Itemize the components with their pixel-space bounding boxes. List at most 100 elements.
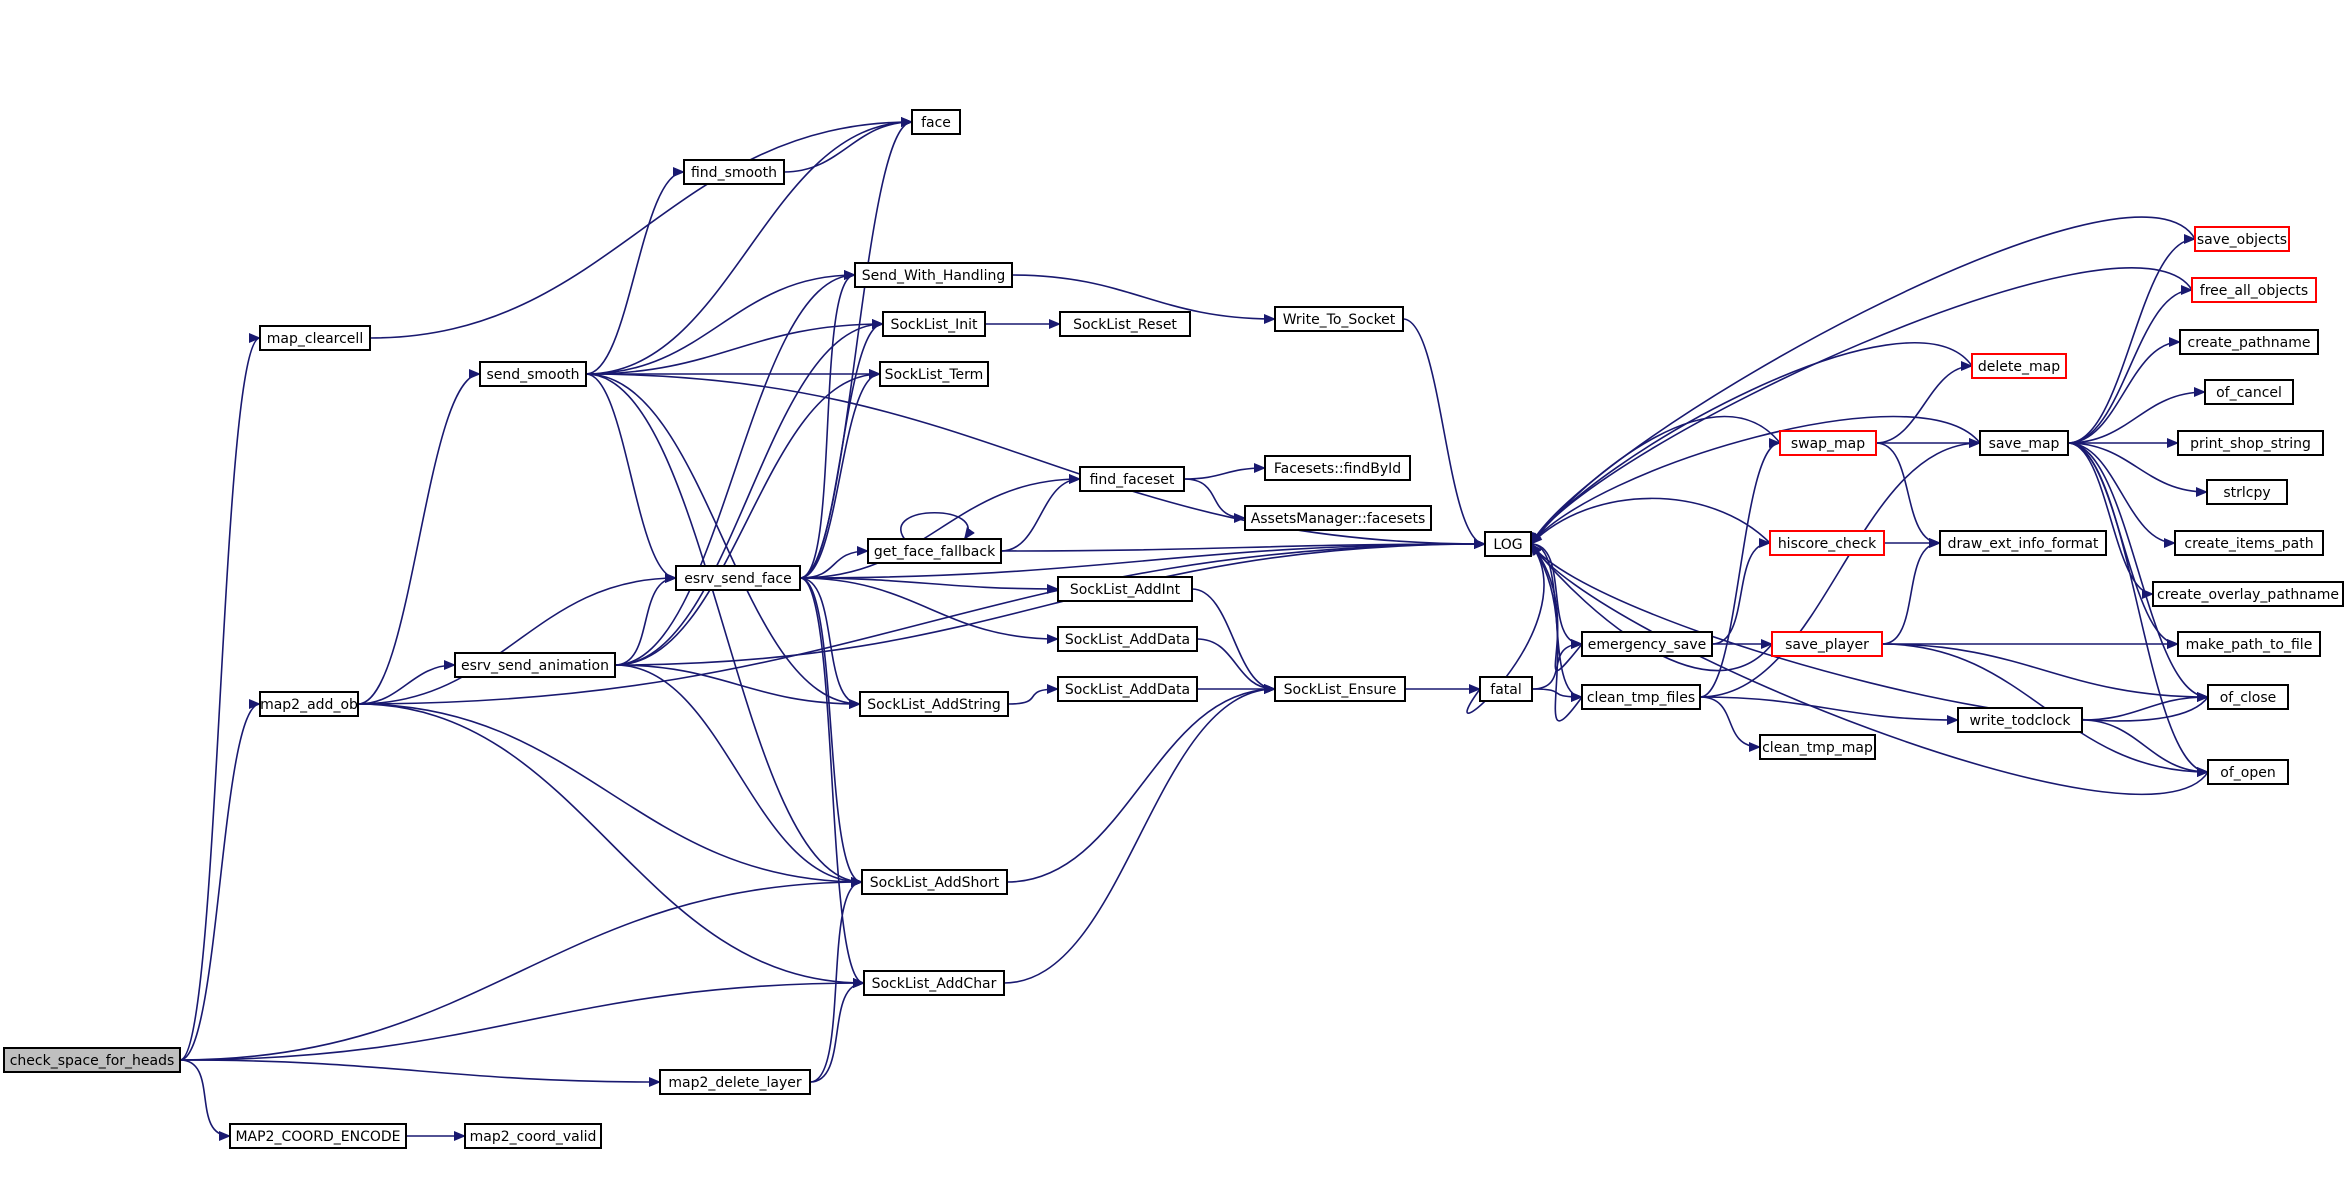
node-hiscore_check[interactable]: hiscore_check	[1769, 530, 1885, 556]
node-SockList_Init[interactable]: SockList_Init	[882, 311, 986, 337]
node-save_map[interactable]: save_map	[1979, 430, 2069, 456]
node-map2_delete_layer[interactable]: map2_delete_layer	[659, 1069, 811, 1095]
node-esrv_send_animation[interactable]: esrv_send_animation	[454, 652, 616, 678]
node-make_path_to_file[interactable]: make_path_to_file	[2177, 631, 2321, 657]
edge-esrv_send_animation-to-Send_With_Handling	[614, 270, 856, 666]
edge-esrv_send_face-to-SockList_AddChar	[799, 577, 865, 988]
node-box-delete_map	[1971, 353, 2067, 379]
node-map2_coord_valid[interactable]: map2_coord_valid	[464, 1123, 602, 1149]
node-get_face_fallback[interactable]: get_face_fallback	[867, 538, 1002, 564]
edge-get_face_fallback-to-LOG	[1000, 539, 1486, 552]
edge-find_faceset-to-AssetsManager_facesets	[1183, 478, 1246, 523]
node-create_overlay_pathname[interactable]: create_overlay_pathname	[2152, 581, 2344, 607]
edge-send_smooth-to-esrv_send_face	[585, 373, 677, 583]
node-box-send_smooth	[479, 361, 587, 387]
node-box-save_player	[1771, 631, 1883, 657]
node-of_cancel[interactable]: of_cancel	[2204, 379, 2294, 405]
node-create_pathname[interactable]: create_pathname	[2179, 329, 2319, 355]
node-strlcpy[interactable]: strlcpy	[2206, 479, 2288, 505]
edge-clean_tmp_files-to-clean_tmp_map	[1699, 696, 1761, 752]
node-save_player[interactable]: save_player	[1771, 631, 1883, 657]
node-clean_tmp_map[interactable]: clean_tmp_map	[1759, 734, 1876, 760]
edge-swap_map-to-delete_map	[1875, 361, 1973, 444]
node-swap_map[interactable]: swap_map	[1779, 430, 1877, 456]
node-find_smooth[interactable]: find_smooth	[683, 159, 785, 185]
node-label-make_path_to_file: make_path_to_file	[2186, 637, 2313, 653]
node-box-save_objects	[2194, 226, 2290, 252]
node-SockList_AddString[interactable]: SockList_AddString	[859, 691, 1009, 717]
node-emergency_save[interactable]: emergency_save	[1581, 631, 1713, 657]
node-clean_tmp_files[interactable]: clean_tmp_files	[1581, 684, 1701, 710]
edge-find_faceset-to-Facesets_findById	[1183, 463, 1266, 480]
edge-save_map-to-of_cancel	[2067, 387, 2206, 444]
node-esrv_send_face[interactable]: esrv_send_face	[675, 565, 801, 591]
node-draw_ext_info_format[interactable]: draw_ext_info_format	[1939, 530, 2107, 556]
node-box-get_face_fallback	[867, 538, 1002, 564]
node-write_todclock[interactable]: write_todclock	[1957, 707, 2083, 733]
node-label-of_open: of_open	[2220, 765, 2275, 781]
node-box-face	[911, 109, 961, 135]
node-box-of_cancel	[2204, 379, 2294, 405]
edge-send_smooth-to-SockList_Init	[585, 319, 884, 375]
node-MAP2_COORD_ENCODE[interactable]: MAP2_COORD_ENCODE	[229, 1123, 407, 1149]
node-of_open[interactable]: of_open	[2207, 759, 2289, 785]
edges-layer	[179, 117, 2209, 1141]
node-send_smooth[interactable]: send_smooth	[479, 361, 587, 387]
node-label-hiscore_check: hiscore_check	[1778, 536, 1877, 552]
node-Send_With_Handling[interactable]: Send_With_Handling	[854, 262, 1013, 288]
node-Write_To_Socket[interactable]: Write_To_Socket	[1274, 306, 1404, 332]
node-label-check_space_for_heads: check_space_for_heads	[10, 1053, 175, 1069]
node-check_space_for_heads[interactable]: check_space_for_heads	[3, 1047, 181, 1073]
node-fatal[interactable]: fatal	[1479, 676, 1533, 702]
edge-esrv_send_face-to-face	[799, 117, 913, 579]
node-map2_add_ob[interactable]: map2_add_ob	[259, 691, 359, 717]
node-LOG[interactable]: LOG	[1484, 531, 1532, 557]
node-label-face: face	[921, 115, 951, 131]
node-of_close[interactable]: of_close	[2207, 684, 2289, 710]
node-face[interactable]: face	[911, 109, 961, 135]
node-SockList_AddShort[interactable]: SockList_AddShort	[861, 869, 1008, 895]
node-label-MAP2_COORD_ENCODE: MAP2_COORD_ENCODE	[235, 1129, 400, 1145]
node-box-SockList_AddString	[859, 691, 1009, 717]
edge-clean_tmp_files-to-save_map	[1699, 438, 1981, 698]
edge-esrv_send_face-to-get_face_fallback	[799, 546, 869, 579]
node-box-fatal	[1479, 676, 1533, 702]
node-label-delete_map: delete_map	[1978, 359, 2060, 375]
node-SockList_AddInt[interactable]: SockList_AddInt	[1057, 576, 1193, 602]
node-print_shop_string[interactable]: print_shop_string	[2177, 430, 2324, 456]
edge-SockList_AddData_1-to-SockList_Ensure	[1196, 638, 1276, 694]
edge-check_space_for_heads-to-SockList_AddChar	[179, 978, 865, 1061]
node-save_objects[interactable]: save_objects	[2194, 226, 2290, 252]
node-Facesets_findById[interactable]: Facesets::findById	[1264, 455, 1411, 481]
node-box-print_shop_string	[2177, 430, 2324, 456]
node-create_items_path[interactable]: create_items_path	[2174, 530, 2324, 556]
edge-map2_add_ob-to-esrv_send_face	[357, 573, 677, 705]
node-box-draw_ext_info_format	[1939, 530, 2107, 556]
edge-esrv_send_animation-to-esrv_send_face	[614, 573, 677, 666]
node-box-of_open	[2207, 759, 2289, 785]
edge-of_close-to-LOG	[1530, 543, 2209, 722]
node-SockList_AddChar[interactable]: SockList_AddChar	[863, 970, 1005, 996]
node-delete_map[interactable]: delete_map	[1971, 353, 2067, 379]
node-SockList_Reset[interactable]: SockList_Reset	[1059, 311, 1191, 337]
node-label-create_pathname: create_pathname	[2188, 335, 2311, 351]
edge-save_map-to-strlcpy	[2067, 442, 2208, 497]
edge-swap_map-to-draw_ext_info_format	[1875, 442, 1941, 548]
node-SockList_AddData_2[interactable]: SockList_AddData	[1057, 676, 1198, 702]
node-box-make_path_to_file	[2177, 631, 2321, 657]
node-box-Send_With_Handling	[854, 262, 1013, 288]
node-label-create_items_path: create_items_path	[2184, 536, 2313, 552]
node-box-save_map	[1979, 430, 2069, 456]
edge-SockList_AddString-to-SockList_AddData_2	[1007, 684, 1059, 705]
node-map_clearcell[interactable]: map_clearcell	[259, 325, 371, 351]
edge-map2_delete_layer-to-SockList_AddChar	[809, 978, 865, 1083]
node-free_all_objects[interactable]: free_all_objects	[2191, 277, 2317, 303]
node-find_faceset[interactable]: find_faceset	[1079, 466, 1185, 492]
node-label-Write_To_Socket: Write_To_Socket	[1283, 312, 1396, 328]
node-SockList_Term[interactable]: SockList_Term	[879, 361, 989, 387]
node-SockList_AddData_1[interactable]: SockList_AddData	[1057, 626, 1198, 652]
node-AssetsManager_facesets[interactable]: AssetsManager::facesets	[1244, 505, 1432, 531]
node-label-find_smooth: find_smooth	[691, 165, 777, 181]
edge-save_map-to-create_items_path	[2067, 442, 2176, 548]
node-SockList_Ensure[interactable]: SockList_Ensure	[1274, 676, 1406, 702]
